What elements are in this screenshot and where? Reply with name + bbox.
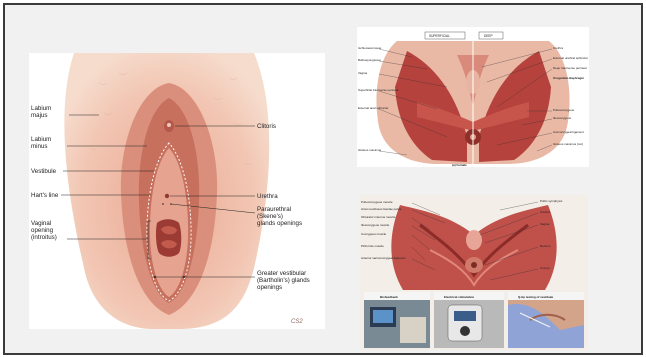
label-clitoris: Clitoris [257, 123, 276, 130]
br-left-label-1: Pubococcygeus muscle [361, 200, 393, 204]
slide-background: Labium majus Labium minus Vestibule Hart… [3, 3, 643, 355]
label-harts-line: Hart's line [31, 192, 59, 199]
tr-left-label-3: Vagina [358, 71, 367, 75]
tr-left-label-4: Superficial transverse perineal [358, 88, 399, 92]
label-labium-minus-1: Labium [31, 136, 51, 143]
tr-right-label-6: Iliococcygeus [553, 116, 572, 120]
label-paraurethral-3: glands openings [257, 220, 302, 227]
label-labium-minus-2: minus [31, 143, 48, 150]
tr-left-label-6: Gluteus maximus [358, 148, 382, 152]
label-urethra: Urethra [257, 193, 278, 200]
tag-superficial: SUPERFICIAL [429, 34, 450, 38]
label-vaginal-opening-3: (introitus) [31, 234, 57, 241]
br-right-label-4: Rectum [540, 244, 551, 248]
photo-q-tip-testing: Q-tip testing of vestibule [508, 292, 584, 348]
photo-label-q-tip-testing: Q-tip testing of vestibule [518, 295, 553, 299]
br-right-label-2: Urethra [540, 210, 550, 214]
photo-label-biofeedback: Biofeedback [380, 295, 398, 299]
label-vaginal-opening-2: opening [31, 227, 54, 234]
label-labium-majus-1: Labium [31, 105, 51, 112]
label-vestibule: Vestibule [31, 168, 57, 175]
tr-right-label-4: Urogenital diaphragm [553, 76, 584, 80]
br-left-label-2: Arcus tendineus fasciae pelvis [361, 207, 402, 211]
tr-right-label-3: Deep transverse perineal [553, 66, 587, 70]
tag-deep: DEEP [484, 34, 493, 38]
urethra-shape [165, 194, 169, 198]
tr-right-label-7: Anococcygeal ligament [553, 130, 584, 134]
label-labium-majus-2: majus [31, 112, 48, 119]
br-right-label-1: Pubic symphysis [540, 199, 563, 203]
label-greater-vestibular-1: Greater vestibular [257, 270, 306, 277]
br-left-label-3: Obturator internus muscle [361, 215, 396, 219]
tr-left-label-2: Bulbospongiosus [358, 58, 381, 62]
photo-biofeedback: Biofeedback [364, 292, 430, 348]
photo-electrical-stimulation: Electrical stimulation [434, 292, 504, 348]
label-greater-vestibular-2: (Bartholin's) glands [257, 277, 310, 284]
label-greater-vestibular-3: openings [257, 284, 282, 291]
label-paraurethral-2: (Skene's) [257, 213, 283, 220]
tr-right-label-1: Urethra [553, 46, 563, 50]
br-left-label-6: Piriformis muscle [361, 244, 384, 248]
tr-left-label-1: Ischiocavernosus [358, 46, 382, 50]
label-vaginal-opening-1: Vaginal [31, 220, 51, 227]
tr-left-label-5: External anal sphincter [358, 106, 389, 110]
photo-label-electrical-stimulation: Electrical stimulation [444, 295, 474, 299]
vaginal-opening-shape [156, 219, 181, 257]
tr-right-label-8: Gluteus maximus (cut) [553, 142, 583, 146]
pelvic-floor-illustration: SUPERFICIAL DEEP Ischiocavernosus Bul [357, 27, 589, 167]
tr-right-label-2: External urethral sphincter [553, 56, 588, 60]
artist-signature: CS2 [291, 319, 303, 325]
vulva-anatomy-illustration: Labium majus Labium minus Vestibule Hart… [29, 53, 325, 329]
br-left-label-5: Coccygeus muscle [361, 232, 387, 236]
br-left-label-7: Anterior sacrococcygeal ligament [361, 256, 405, 260]
br-right-label-3: Vagina [540, 222, 549, 226]
pelvic-therapy-figure: Pubococcygeus muscle Arcus tendineus fas… [360, 195, 588, 350]
tr-caption: (a) Female [452, 163, 467, 167]
label-paraurethral-1: Paraurethral [257, 206, 291, 213]
br-right-label-5: Coccyx [540, 266, 550, 270]
tr-right-label-5: Pubococcygeus [553, 108, 575, 112]
br-left-label-4: Iliococcygeus muscle [361, 223, 390, 227]
